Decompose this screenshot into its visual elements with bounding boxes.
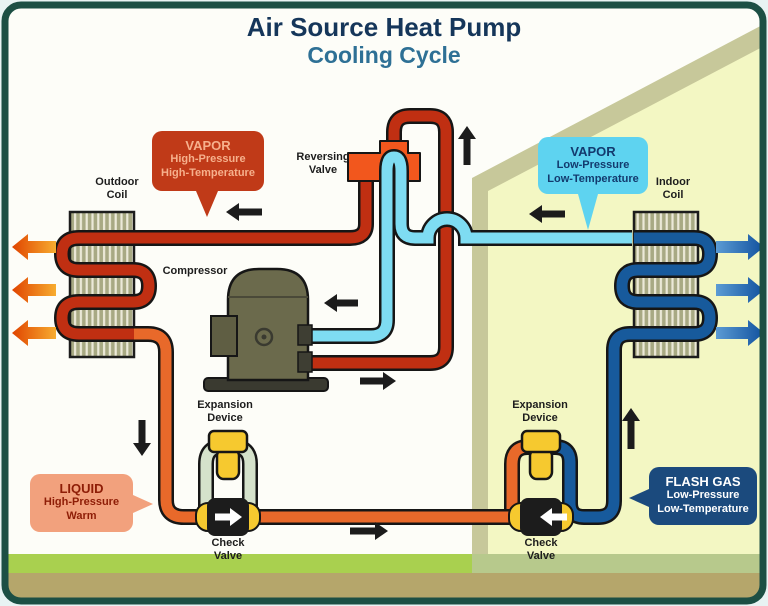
compressor-terminal-box bbox=[210, 315, 238, 357]
callout-line: High-Pressure bbox=[43, 496, 120, 508]
heat-arrow-icon bbox=[12, 320, 56, 346]
expansion-device-left-label: Expansion Device bbox=[197, 399, 253, 424]
callout-line: Low-Temperature bbox=[547, 172, 639, 185]
flow-arrow-up-icon bbox=[458, 126, 476, 165]
cool-arrow-icon bbox=[716, 234, 763, 260]
grass-inside bbox=[472, 554, 763, 573]
heat-arrow-icon bbox=[12, 234, 56, 260]
callout-vapor-high-pressure: VAPOR High-Pressure High-Temperature bbox=[152, 131, 264, 217]
callout-line: Low-Pressure bbox=[556, 159, 630, 171]
callout-title: FLASH GAS bbox=[665, 474, 741, 489]
compressor bbox=[203, 267, 329, 392]
check-valve-right bbox=[508, 498, 574, 536]
grass-outside bbox=[5, 554, 472, 573]
check-valve-left-label: Check Valve bbox=[211, 537, 245, 562]
heat-arrow-icon bbox=[12, 277, 56, 303]
discharge-port bbox=[297, 351, 313, 373]
title-line1: Air Source Heat Pump bbox=[246, 12, 522, 42]
check-valve-right-arrow-icon bbox=[540, 508, 567, 526]
expansion-device-right-label: Expansion Device bbox=[512, 399, 568, 424]
flow-arrow-left-icon bbox=[529, 205, 565, 223]
check-valve-left-arrow-icon bbox=[215, 508, 242, 526]
callout-vapor-low-pressure: VAPOR Low-Pressure Low-Temperature bbox=[538, 137, 648, 230]
page-title: Air Source Heat Pump Cooling Cycle bbox=[0, 12, 768, 69]
expansion-device-left bbox=[207, 429, 249, 481]
flow-arrow-left-icon bbox=[226, 203, 262, 221]
compressor-label: Compressor bbox=[162, 265, 228, 277]
cool-air-arrows bbox=[716, 234, 763, 346]
check-valve-left bbox=[195, 498, 261, 536]
flow-arrow-down-icon bbox=[133, 420, 151, 456]
callout-line: High-Pressure bbox=[170, 153, 246, 165]
callout-line: Low-Pressure bbox=[666, 489, 740, 501]
callout-line: Low-Temperature bbox=[657, 502, 749, 515]
flow-arrow-left-icon bbox=[324, 294, 358, 312]
flow-arrow-right-icon bbox=[350, 522, 388, 540]
cool-arrow-icon bbox=[716, 320, 763, 346]
flow-arrow-right-icon bbox=[360, 372, 396, 390]
callout-title: VAPOR bbox=[570, 144, 616, 159]
callout-liquid: LIQUID High-Pressure Warm bbox=[30, 474, 153, 532]
flow-arrows bbox=[133, 126, 640, 540]
compressor-bolt bbox=[254, 327, 274, 347]
callout-title: LIQUID bbox=[59, 481, 104, 496]
callout-title: VAPOR bbox=[185, 138, 231, 153]
flow-arrow-up-icon bbox=[622, 408, 640, 449]
title-line2: Cooling Cycle bbox=[307, 42, 461, 68]
expansion-device-right bbox=[520, 429, 562, 481]
suction-port bbox=[297, 324, 313, 346]
callout-line: High-Temperature bbox=[161, 166, 255, 179]
indoor-coil-label: Indoor Coil bbox=[655, 176, 691, 201]
outdoor-coil-label: Outdoor Coil bbox=[95, 176, 139, 201]
heat-out-arrows bbox=[12, 234, 56, 346]
callout-flash-gas: FLASH GAS Low-Pressure Low-Temperature bbox=[629, 467, 757, 525]
cool-arrow-icon bbox=[716, 277, 763, 303]
compressor-body bbox=[226, 267, 310, 382]
ground bbox=[5, 573, 763, 601]
reversing-valve-label: Reversing Valve bbox=[296, 151, 350, 176]
callout-line: Warm bbox=[66, 509, 97, 522]
check-valve-right-label: Check Valve bbox=[524, 537, 558, 562]
